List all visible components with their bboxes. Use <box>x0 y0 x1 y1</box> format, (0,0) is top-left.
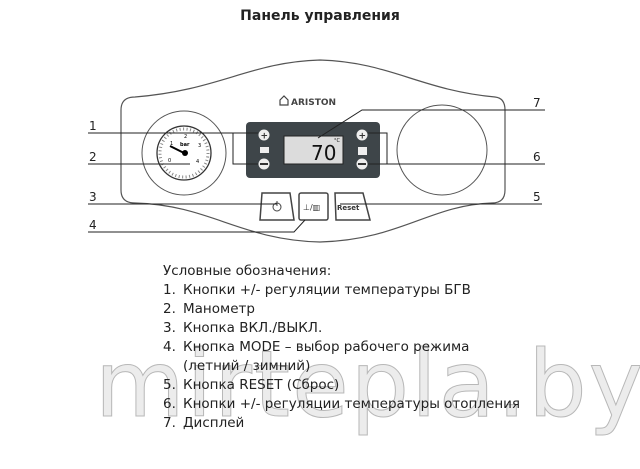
power-button <box>259 192 295 221</box>
pressure-gauge: bar 0 1 2 3 4 <box>156 125 212 181</box>
brand-text: ARISTON <box>291 98 336 108</box>
heating-minus-button <box>356 158 368 170</box>
dhw-plus-button: + <box>258 129 270 142</box>
callout-1: 1 <box>89 119 97 133</box>
callout-7: 7 <box>533 96 541 110</box>
svg-text:1: 1 <box>170 141 173 147</box>
reset-button: Reset <box>334 192 371 221</box>
lcd-screen <box>283 135 344 165</box>
svg-text:+: + <box>359 132 367 142</box>
tap-icon <box>260 147 269 153</box>
callout-6: 6 <box>533 150 541 164</box>
right-blank-circle <box>396 104 488 196</box>
svg-text:3: 3 <box>198 143 201 149</box>
legend-item: 7.Дисплей <box>163 415 245 431</box>
callout-4: 4 <box>89 218 97 232</box>
watermark: mirtepla.by <box>94 331 640 438</box>
callout-2: 2 <box>89 150 97 164</box>
callout-lines <box>88 109 545 233</box>
callout-3: 3 <box>89 190 97 204</box>
legend-heading: Условные обозначения: <box>163 263 332 279</box>
svg-text:2: 2 <box>184 134 187 140</box>
legend-item: (летний / зимний) <box>183 358 311 374</box>
svg-text:bar: bar <box>180 142 190 148</box>
legend-item: 3.Кнопка ВКЛ./ВЫКЛ. <box>163 320 323 336</box>
legend-item: 4.Кнопка MODE – выбор рабочего режима <box>163 339 470 355</box>
legend: Условные обозначения: 1.Кнопки +/- регул… <box>163 262 520 433</box>
lcd-temperature: 70 <box>311 141 336 165</box>
legend-item: 1.Кнопки +/- регуляции температуры БГВ <box>163 282 471 298</box>
callout-5: 5 <box>533 190 541 204</box>
svg-text:Reset: Reset <box>337 204 360 212</box>
heating-plus-button: + <box>356 129 368 142</box>
svg-text:°C: °C <box>334 138 341 144</box>
svg-text:0: 0 <box>168 158 171 164</box>
svg-text:4: 4 <box>196 159 199 165</box>
legend-item: 6.Кнопки +/- регуляции температуры отопл… <box>163 396 521 412</box>
radiator-icon <box>358 147 367 155</box>
brand-logo: ARISTON <box>279 95 336 108</box>
dhw-minus-button <box>258 158 270 170</box>
legend-item: 2.Манометр <box>163 301 255 317</box>
legend-item: 5.Кнопка RESET (Сброс) <box>163 377 340 393</box>
svg-text:⊥/▥: ⊥/▥ <box>303 203 320 212</box>
page-title: Панель управления <box>240 8 400 24</box>
svg-text:+: + <box>261 132 269 142</box>
mode-button: ⊥/▥ <box>298 192 329 221</box>
